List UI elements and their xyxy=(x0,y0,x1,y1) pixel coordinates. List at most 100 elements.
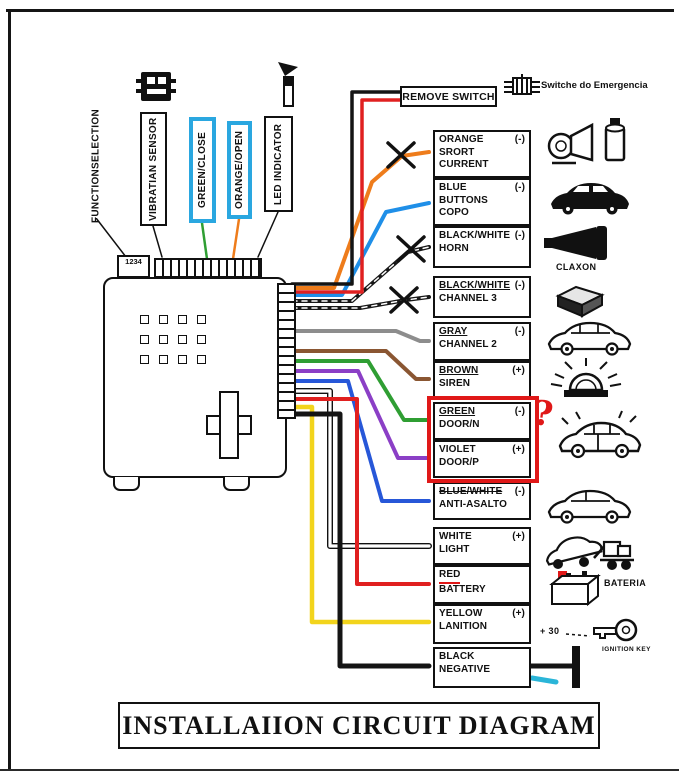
module-pin-chip xyxy=(140,355,149,364)
page-border-left xyxy=(8,9,11,770)
wire-function-line: CHANNEL 3 xyxy=(439,292,497,304)
module-pin-chip xyxy=(159,315,168,324)
module-pin-chip xyxy=(197,355,206,364)
label-green-close: GREEN/CLOSE xyxy=(189,117,216,223)
page-border-top xyxy=(6,9,674,12)
claxon-horn-icon: CLAXON xyxy=(544,226,632,276)
channel3-module-icon xyxy=(554,284,606,323)
wire-polarity: (-) xyxy=(514,230,525,241)
page-border-bottom xyxy=(0,769,679,771)
wire-label-box-violet-7: VIOLET (+) DOOR/P xyxy=(433,440,531,478)
module-pin-chip xyxy=(197,315,206,324)
horn-relay-icon xyxy=(544,116,636,173)
car-trunk-icon xyxy=(546,318,634,361)
wire-function-line: ANTI-ASALTO xyxy=(439,498,507,510)
wire-color-name: RED xyxy=(439,569,461,584)
tow-truck-icon xyxy=(542,528,636,577)
wire-function-line: CHANNEL 2 xyxy=(439,338,497,350)
battery-label: BATERIA xyxy=(604,578,647,588)
wire-color-name: YELLOW xyxy=(439,608,483,619)
wire-label-box-white-9: WHITE (+) LIGHT xyxy=(433,527,531,565)
wire-function-line: LIGHT xyxy=(439,543,470,555)
module-top-connector-wide xyxy=(154,258,262,278)
wire-function-line: SIREN xyxy=(439,377,471,389)
wire-function-line: BUTTONS xyxy=(439,194,488,206)
wire-polarity: (+) xyxy=(512,365,525,376)
wire-polarity: (-) xyxy=(514,486,525,497)
module-pin-chip xyxy=(178,355,187,364)
wire-color-name: BLACK/WHITE xyxy=(439,230,511,241)
module-pin-chip xyxy=(159,335,168,344)
wire-color-name: GREEN xyxy=(439,406,476,417)
wire-function-line: LANITION xyxy=(439,620,488,632)
vibration-sensor-icon xyxy=(136,70,176,109)
module-pin-chip xyxy=(159,355,168,364)
claxon-label: CLAXON xyxy=(556,262,597,272)
car-icon xyxy=(548,178,632,221)
wire-label-box-black-white-2: BLACK/WHITE(-) HORN xyxy=(433,226,531,268)
wire-label-box-blue-white-8: BLUE/WHITE (-) ANTI-ASALTO xyxy=(433,482,531,520)
door-wires-highlight-frame xyxy=(427,396,539,483)
wire-function-line: COPO xyxy=(439,207,469,218)
battery-icon: BATERIA xyxy=(546,570,666,612)
wire-label-box-gray-4: GRAY (-) CHANNEL 2 xyxy=(433,322,531,361)
wire-polarity: (-) xyxy=(514,134,525,145)
plus30-label: + 30 xyxy=(540,626,560,636)
connector-digits: 1234 xyxy=(125,257,142,266)
wire-label-box-black-white-3: BLACK/WHITE(-) CHANNEL 3 xyxy=(433,276,531,318)
module-pin-chip xyxy=(178,335,187,344)
module-pin-chip xyxy=(140,315,149,324)
ground-terminal-icon xyxy=(566,644,586,697)
emergency-switch-icon xyxy=(504,74,540,103)
module-top-connector-small: 1234 xyxy=(117,255,150,278)
wire-label-box-yellow-11: YELLOW (+) LANITION xyxy=(433,604,531,644)
module-cross-part-v xyxy=(219,391,239,459)
wire-color-name: VIOLET xyxy=(439,444,476,455)
wire-polarity: (+) xyxy=(512,608,525,619)
remove-switch-box: REMOVE SWITCH xyxy=(400,86,497,107)
wire-color-name: BLACK xyxy=(439,651,475,662)
car-doors-icon xyxy=(556,408,644,469)
wire-function-line: BATTERY xyxy=(439,583,486,595)
wire-color-name: BLACK/WHITE xyxy=(439,280,511,291)
led-bulb-icon xyxy=(276,62,300,115)
wire-polarity: (+) xyxy=(512,531,525,542)
module-pin-chip xyxy=(197,335,206,344)
wire-function-line: DOOR/N xyxy=(439,418,480,430)
module-mount-foot xyxy=(223,477,250,491)
wire-color-name: BLUE xyxy=(439,182,467,193)
wire-color-name: GRAY xyxy=(439,326,468,337)
wire-function-line: HORN xyxy=(439,242,469,254)
module-right-connector xyxy=(277,283,296,419)
wire-polarity: (-) xyxy=(514,280,525,291)
diagram-title: INSTALLAIION CIRCUIT DIAGRAM xyxy=(118,702,600,749)
wire-label-box-green-6: GREEN (-) DOOR/N xyxy=(433,402,531,440)
wire-function-line: CURRENT xyxy=(439,159,489,170)
module-mount-foot xyxy=(113,477,140,491)
label-led-indicator: LED INDICATOR xyxy=(264,116,293,212)
wire-polarity: (+) xyxy=(512,444,525,455)
siren-icon xyxy=(550,356,630,409)
wire-polarity: (-) xyxy=(514,326,525,337)
wire-color-name: WHITE xyxy=(439,531,472,542)
module-pin-chip xyxy=(140,335,149,344)
wire-function-line: NEGATIVE xyxy=(439,663,491,675)
wire-function-line: SRORT xyxy=(439,146,475,158)
car-outline-icon xyxy=(546,486,634,529)
wire-color-name: BLUE/WHITE xyxy=(439,486,503,497)
wire-color-name: BROWN xyxy=(439,365,479,376)
module-pin-chip xyxy=(178,315,187,324)
ignition-key-label: IGNITION KEY xyxy=(602,646,651,653)
ignition-key-icon: + 30 IGNITION KEY xyxy=(540,612,660,660)
wire-polarity: (-) xyxy=(514,406,525,417)
wire-color-name: ORANGE xyxy=(439,134,484,145)
label-orange-open: ORANGE/OPEN xyxy=(227,121,252,219)
wire-function-line: DOOR/P xyxy=(439,456,480,468)
wire-label-box-brown-5: BROWN (+) SIREN xyxy=(433,361,531,399)
